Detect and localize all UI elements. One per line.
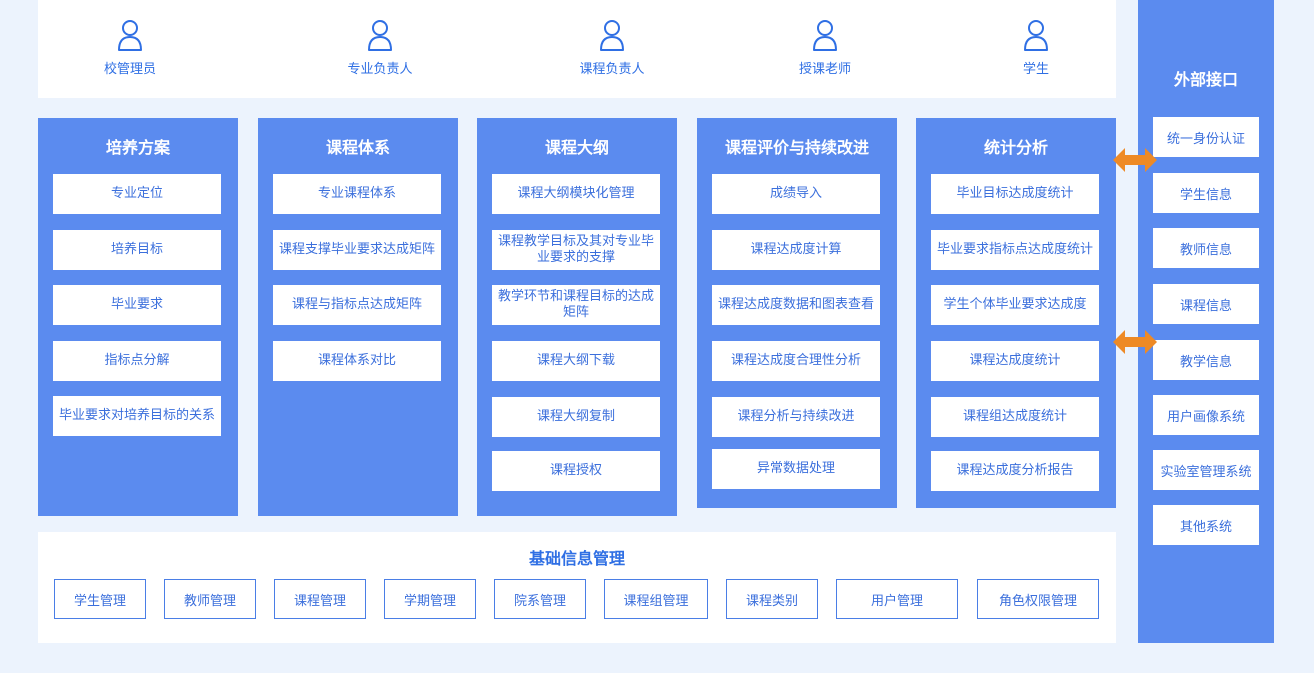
module-item[interactable]: 课程分析与持续改进 (712, 397, 880, 437)
double-arrow-icon (1113, 148, 1157, 172)
module-title: 统计分析 (983, 138, 1048, 157)
module-item[interactable]: 课程达成度分析报告 (931, 451, 1099, 491)
roles-band: 校管理员 专业负责人 课程负责人 授课老师 学生 (38, 0, 1116, 98)
module-item[interactable]: 课程授权 (492, 451, 660, 491)
external-interfaces-panel: 外部接口 统一身份认证 学生信息 教师信息 课程信息 教学信息 用户画像系统 实… (1138, 0, 1274, 643)
external-item[interactable]: 学生信息 (1153, 173, 1259, 213)
user-icon (600, 20, 624, 51)
user-icon (368, 20, 392, 51)
role-teacher[interactable]: 授课老师 (765, 18, 885, 77)
module-syllabus: 课程大纲 课程大纲模块化管理 课程教学目标及其对专业毕业要求的支撑 教学环节和课… (477, 118, 677, 516)
module-item[interactable]: 教学环节和课程目标的达成矩阵 (492, 285, 660, 325)
module-title: 课程体系 (325, 138, 390, 157)
external-item[interactable]: 课程信息 (1153, 284, 1259, 324)
external-item[interactable]: 实验室管理系统 (1153, 450, 1259, 490)
role-school-admin[interactable]: 校管理员 (70, 18, 190, 77)
module-evaluation: 课程评价与持续改进 成绩导入 课程达成度计算 课程达成度数据和图表查看 课程达成… (697, 118, 897, 508)
base-info-panel: 基础信息管理 学生管理 教师管理 课程管理 学期管理 院系管理 课程组管理 课程… (38, 532, 1116, 643)
role-major-head[interactable]: 专业负责人 (320, 18, 440, 77)
role-label: 课程负责人 (579, 62, 645, 77)
base-item[interactable]: 角色权限管理 (977, 579, 1099, 619)
user-icon (118, 20, 142, 51)
base-item[interactable]: 课程类别 (726, 579, 818, 619)
module-course-system: 课程体系 专业课程体系 课程支撑毕业要求达成矩阵 课程与指标点达成矩阵 课程体系… (258, 118, 458, 516)
module-title: 课程评价与持续改进 (724, 138, 869, 157)
role-course-head[interactable]: 课程负责人 (552, 18, 672, 77)
role-student[interactable]: 学生 (976, 18, 1096, 77)
external-item[interactable]: 统一身份认证 (1153, 117, 1259, 157)
role-label: 学生 (1022, 62, 1049, 77)
module-item[interactable]: 课程教学目标及其对专业毕业要求的支撑 (492, 230, 660, 270)
module-item[interactable]: 培养目标 (53, 230, 221, 270)
module-item[interactable]: 学生个体毕业要求达成度 (931, 285, 1099, 325)
external-item[interactable]: 用户画像系统 (1153, 395, 1259, 435)
base-title: 基础信息管理 (528, 549, 625, 568)
base-item[interactable]: 课程组管理 (604, 579, 708, 619)
module-item[interactable]: 课程达成度合理性分析 (712, 341, 880, 381)
base-item[interactable]: 课程管理 (274, 579, 366, 619)
role-label: 校管理员 (103, 62, 156, 77)
module-item[interactable]: 课程达成度统计 (931, 341, 1099, 381)
module-item[interactable]: 课程支撑毕业要求达成矩阵 (273, 230, 441, 270)
external-item[interactable]: 其他系统 (1153, 505, 1259, 545)
external-item[interactable]: 教学信息 (1153, 340, 1259, 380)
external-title: 外部接口 (1173, 70, 1238, 89)
module-item[interactable]: 课程组达成度统计 (931, 397, 1099, 437)
base-item[interactable]: 学期管理 (384, 579, 476, 619)
role-label: 专业负责人 (347, 62, 413, 77)
double-arrow-icon (1113, 330, 1157, 354)
module-title: 课程大纲 (544, 138, 609, 157)
module-item[interactable]: 课程达成度数据和图表查看 (712, 285, 880, 325)
base-item[interactable]: 学生管理 (54, 579, 146, 619)
module-training-plan: 培养方案 专业定位 培养目标 毕业要求 指标点分解 毕业要求对培养目标的关系 (38, 118, 238, 516)
module-item[interactable]: 异常数据处理 (712, 449, 880, 489)
module-item[interactable]: 专业课程体系 (273, 174, 441, 214)
user-icon (1024, 20, 1048, 51)
module-item[interactable]: 课程大纲复制 (492, 397, 660, 437)
module-item[interactable]: 毕业目标达成度统计 (931, 174, 1099, 214)
module-item[interactable]: 专业定位 (53, 174, 221, 214)
module-item[interactable]: 课程体系对比 (273, 341, 441, 381)
module-item[interactable]: 课程达成度计算 (712, 230, 880, 270)
module-item[interactable]: 课程与指标点达成矩阵 (273, 285, 441, 325)
base-item[interactable]: 用户管理 (836, 579, 958, 619)
module-item[interactable]: 毕业要求指标点达成度统计 (931, 230, 1099, 270)
base-item[interactable]: 院系管理 (494, 579, 586, 619)
external-item[interactable]: 教师信息 (1153, 228, 1259, 268)
user-icon (813, 20, 837, 51)
base-item[interactable]: 教师管理 (164, 579, 256, 619)
module-title: 培养方案 (105, 138, 170, 157)
module-item[interactable]: 指标点分解 (53, 341, 221, 381)
role-label: 授课老师 (798, 62, 851, 77)
module-statistics: 统计分析 毕业目标达成度统计 毕业要求指标点达成度统计 学生个体毕业要求达成度 … (916, 118, 1116, 508)
module-item[interactable]: 成绩导入 (712, 174, 880, 214)
module-item[interactable]: 毕业要求 (53, 285, 221, 325)
module-item[interactable]: 课程大纲模块化管理 (492, 174, 660, 214)
module-item[interactable]: 课程大纲下载 (492, 341, 660, 381)
module-item[interactable]: 毕业要求对培养目标的关系 (53, 396, 221, 436)
